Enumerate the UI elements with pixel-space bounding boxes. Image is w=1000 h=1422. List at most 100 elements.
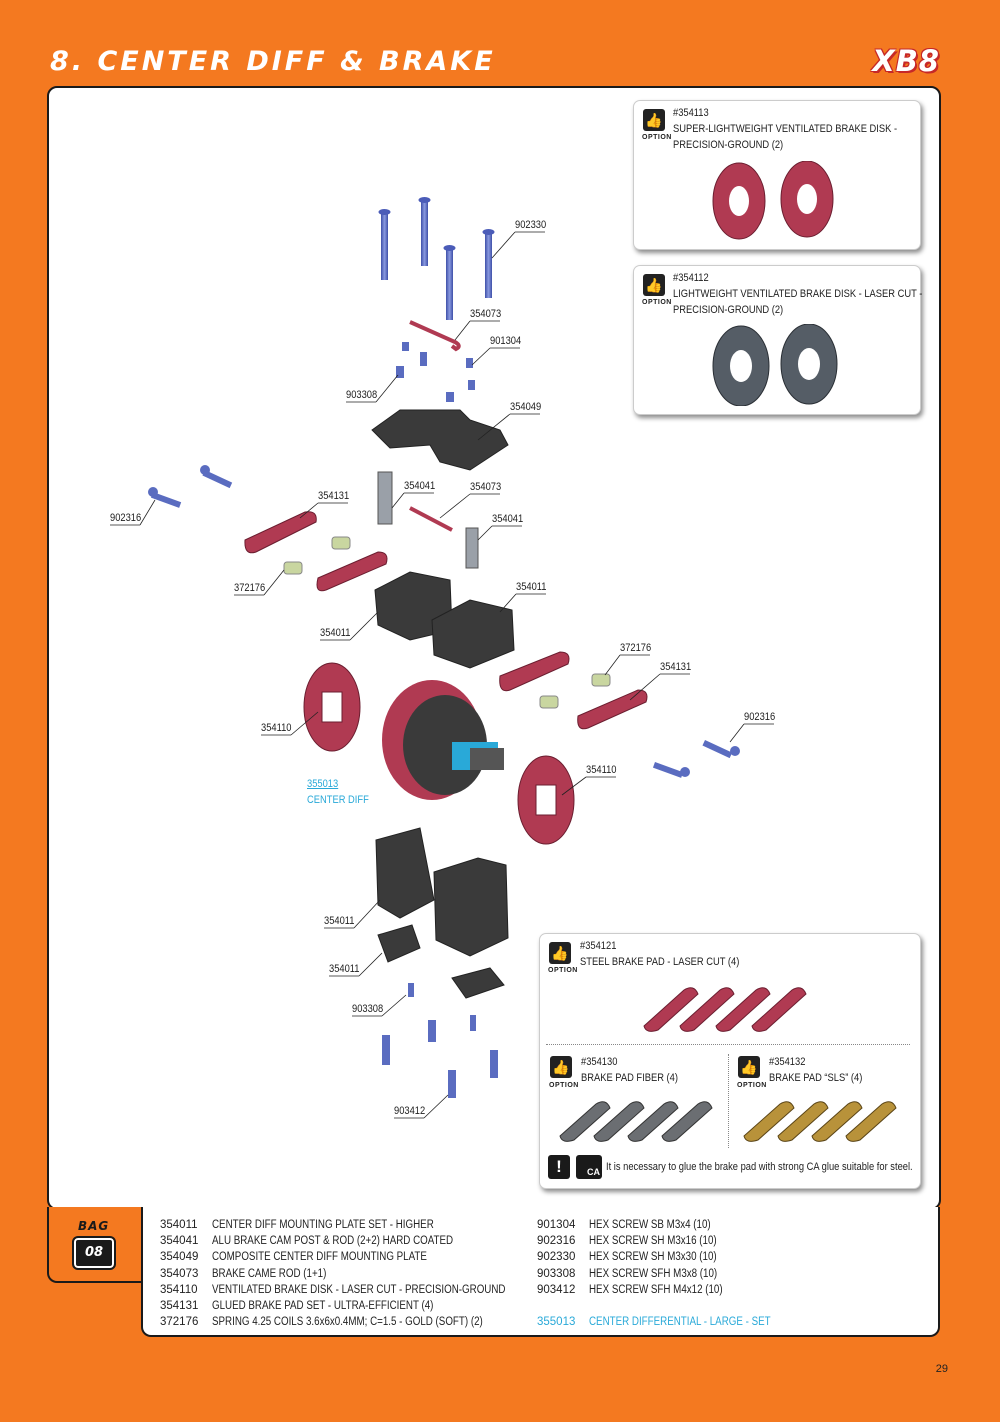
- option-box-354112: 👍 OPTION #354112 LIGHTWEIGHT VENTILATED …: [633, 265, 922, 415]
- option-label: OPTION: [548, 967, 578, 974]
- part-number: 354011: [160, 1219, 198, 1231]
- thumbs-up-icon: 👍: [549, 942, 571, 964]
- thumbs-up-icon: 👍: [550, 1056, 572, 1078]
- part-number: 354049: [160, 1251, 199, 1264]
- part-desc: GLUED BRAKE PAD SET - ULTRA-EFFICIENT (4…: [212, 1300, 434, 1313]
- ca-glue-note: It is necessary to glue the brake pad wi…: [606, 1161, 913, 1173]
- part-desc: SPRING 4.25 COILS 3.6x6x0.4MM; C=1.5 - G…: [212, 1316, 483, 1329]
- part-row: 902316 HEX SCREW SH M3x16 (10): [537, 1233, 803, 1249]
- callout-354041-b: 354041: [492, 513, 524, 525]
- part-number: 354041: [160, 1235, 199, 1248]
- diff-mounts-lower: [375, 827, 509, 999]
- option-desc-line1: BRAKE PAD “SLS” (4): [769, 1072, 863, 1084]
- part-row-set[interactable]: 355013 CENTER DIFFERENTIAL - LARGE - SET: [537, 1314, 803, 1330]
- bag-number: 08: [72, 1236, 116, 1270]
- callout-354073: 354073: [470, 308, 502, 320]
- option-354121-text: #354121 STEEL BRAKE PAD - LASER CUT (4): [580, 938, 739, 970]
- callout-903412: 903412: [394, 1105, 426, 1117]
- callout-354041: 354041: [404, 480, 436, 492]
- part-desc: BRAKE CAME ROD (1+1): [212, 1267, 327, 1280]
- brake-cam-rod: [409, 320, 461, 352]
- part-row: 354041 ALU BRAKE CAM POST & ROD (2+2) HAR…: [160, 1233, 557, 1249]
- callout-354011: 354011: [516, 581, 547, 593]
- side-screws-902316: [148, 465, 740, 778]
- part-number: 902330: [537, 1251, 576, 1264]
- brake-disks: [303, 662, 575, 845]
- steel-pads-image: [643, 987, 807, 1032]
- brand-logo: XB8: [872, 44, 940, 78]
- sls-pads-image: [743, 1101, 897, 1142]
- option-code: #354121: [580, 940, 617, 952]
- part-row: 354011 CENTER DIFF MOUNTING PLATE SET - H…: [160, 1217, 557, 1233]
- option-desc-line1: SUPER-LIGHTWEIGHT VENTILATED BRAKE DISK …: [673, 123, 898, 135]
- option-354112-text: #354112 LIGHTWEIGHT VENTILATED BRAKE DIS…: [673, 270, 922, 318]
- thumbs-up-icon: 👍: [643, 274, 665, 296]
- divider-vertical: [728, 1054, 729, 1148]
- small-screws: [396, 342, 475, 402]
- option-code: #354132: [769, 1056, 806, 1068]
- leader-lines: [110, 231, 774, 1119]
- fiber-pads-image: [559, 1101, 713, 1142]
- part-number: 902316: [537, 1235, 576, 1248]
- option-desc-line1: STEEL BRAKE PAD - LASER CUT (4): [580, 956, 740, 968]
- part-desc: HEX SCREW SH M3x30 (10): [589, 1251, 717, 1264]
- option-desc-line2: PRECISION-GROUND (2): [673, 304, 784, 316]
- option-label: OPTION: [549, 1082, 579, 1089]
- part-row: 354073 BRAKE CAME ROD (1+1): [160, 1266, 557, 1282]
- callout-354131: 354131: [318, 490, 350, 502]
- part-desc: HEX SCREW SH M3x16 (10): [589, 1235, 717, 1248]
- part-number: 354073: [160, 1267, 199, 1280]
- brake-pads: [244, 511, 648, 730]
- part-desc: CENTER DIFF MOUNTING PLATE SET - HIGHER: [212, 1219, 434, 1231]
- callout-901304: 901304: [490, 335, 522, 347]
- callout-354073-b: 354073: [470, 481, 502, 493]
- bag-label: BAG: [78, 1219, 110, 1233]
- option-code: #354130: [581, 1056, 618, 1068]
- part-row: 354110 VENTILATED BRAKE DISK - LASER CUT …: [160, 1282, 557, 1298]
- part-desc: COMPOSITE CENTER DIFF MOUNTING PLATE: [212, 1251, 427, 1264]
- part-row: 903412 HEX SCREW SFH M4x12 (10): [537, 1282, 803, 1298]
- option-354113-text: #354113 SUPER-LIGHTWEIGHT VENTILATED BRA…: [673, 105, 897, 153]
- long-screws-902330: [378, 197, 495, 320]
- callout-372176: 372176: [234, 582, 266, 594]
- part-row: 354049 COMPOSITE CENTER DIFF MOUNTING PLA…: [160, 1249, 557, 1265]
- callout-354110: 354110: [261, 722, 292, 734]
- part-number: 355013: [537, 1316, 576, 1329]
- springs: [283, 536, 611, 709]
- divider: [546, 1044, 910, 1045]
- part-desc: CENTER DIFFERENTIAL - LARGE - SET: [589, 1316, 771, 1329]
- part-number: 903412: [537, 1283, 576, 1296]
- option-box-354113: 👍 OPTION #354113 SUPER-LIGHTWEIGHT VENTI…: [633, 100, 921, 250]
- part-desc: VENTILATED BRAKE DISK - LASER CUT - PREC…: [212, 1283, 506, 1296]
- callout-903308: 903308: [346, 389, 378, 401]
- callout-355013[interactable]: 355013: [307, 778, 339, 790]
- part-desc: HEX SCREW SFH M4x12 (10): [589, 1283, 723, 1296]
- callout-354011-c: 354011: [324, 915, 355, 927]
- ca-glue-icon: CA: [576, 1155, 602, 1179]
- option-354132-text: #354132 BRAKE PAD “SLS” (4): [769, 1054, 862, 1086]
- part-row: 902330 HEX SCREW SH M3x30 (10): [537, 1249, 803, 1265]
- part-number: 903308: [537, 1267, 576, 1280]
- part-number: 354110: [160, 1283, 198, 1296]
- brake-cam-rod-2: [409, 506, 453, 532]
- part-desc: ALU BRAKE CAM POST & ROD (2+2) HARD COAT…: [212, 1235, 454, 1248]
- bottom-screws: [382, 983, 498, 1098]
- callout-902330: 902330: [515, 219, 547, 231]
- option-desc-line2: PRECISION-GROUND (2): [673, 139, 784, 151]
- option-box-brake-pads: 👍 OPTION #354121 STEEL BRAKE PAD - LASER…: [539, 933, 921, 1189]
- diff-mounts-upper: [374, 571, 515, 669]
- cam-posts: [377, 471, 479, 569]
- light-disk-image: [712, 324, 838, 406]
- warning-icon: !: [548, 1155, 570, 1179]
- parts-list-panel: [141, 1207, 940, 1337]
- part-desc: HEX SCREW SB M3x4 (10): [589, 1219, 711, 1231]
- option-label: OPTION: [737, 1082, 767, 1089]
- callout-center-diff: CENTER DIFF: [307, 794, 369, 806]
- thumbs-up-icon: 👍: [738, 1056, 760, 1078]
- callout-354049: 354049: [510, 401, 542, 413]
- callout-902316-b: 902316: [744, 711, 776, 723]
